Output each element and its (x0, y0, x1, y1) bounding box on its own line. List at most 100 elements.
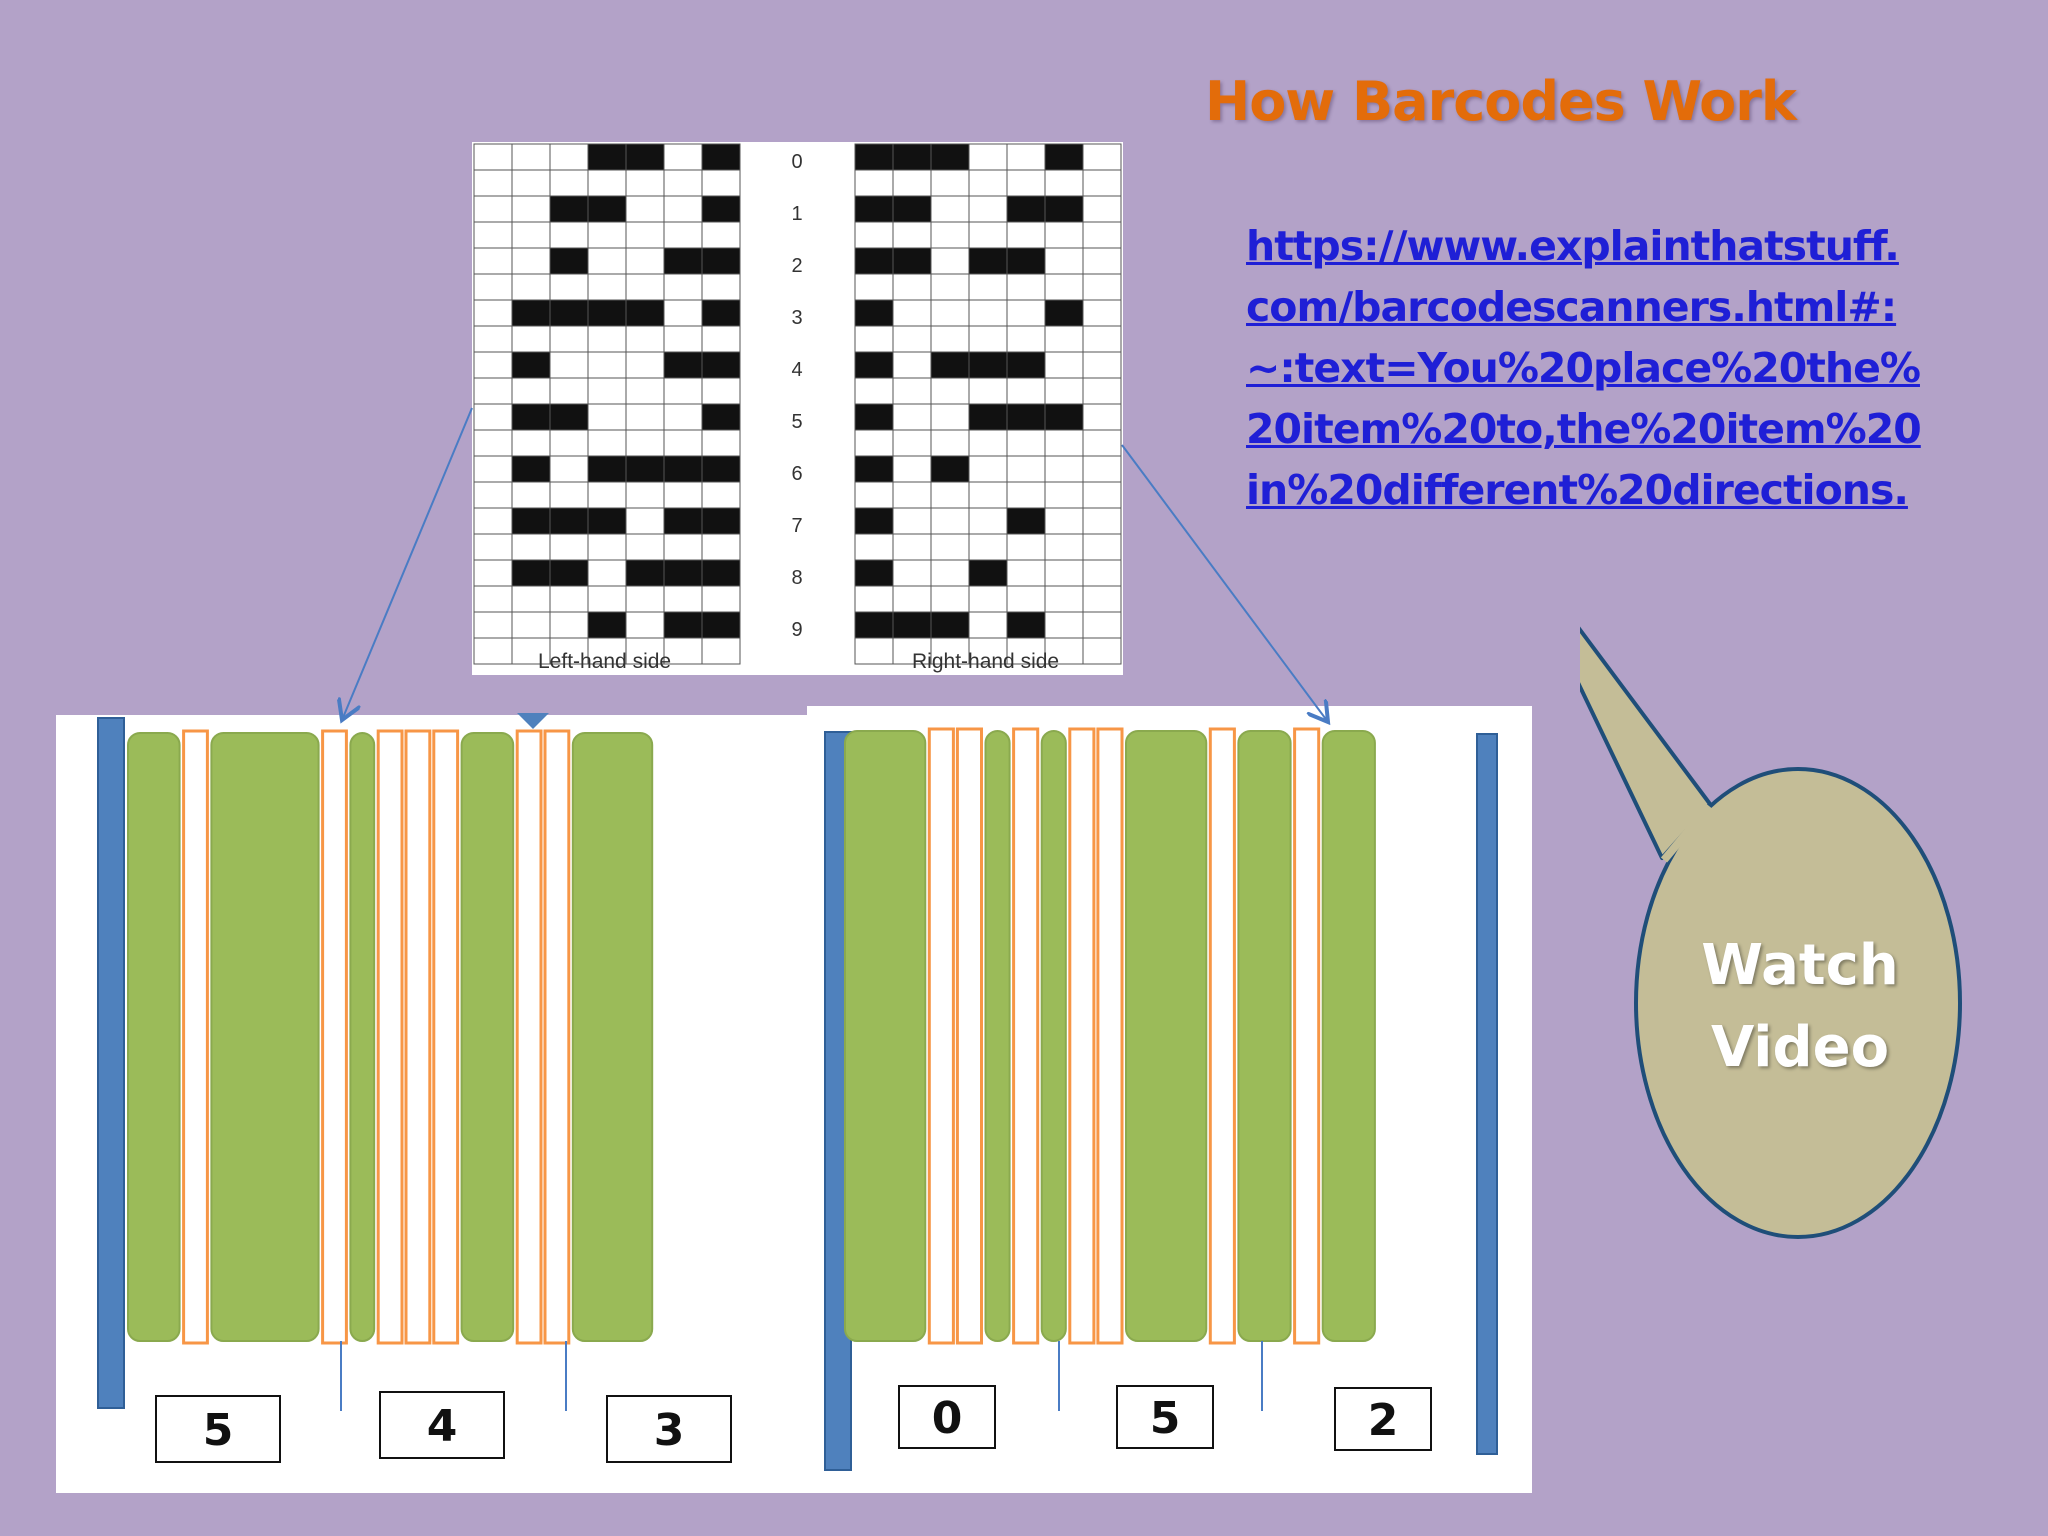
right-space-cell (1082, 195, 1122, 223)
left-space-cell (549, 585, 589, 613)
left-bar-cell (663, 507, 703, 535)
right-space-cell (1082, 273, 1122, 301)
right-space-cell (1082, 507, 1122, 535)
left-space-cell (511, 247, 551, 275)
right-space-cell (854, 481, 894, 509)
right-bar-cell (854, 611, 894, 639)
right-space-cell (1044, 507, 1084, 535)
marker-triangle (517, 713, 549, 729)
left-space-cell (587, 637, 627, 665)
left-bars (97, 717, 654, 1411)
right-space-cell (968, 195, 1008, 223)
watch-video-line[interactable]: Video (1710, 1015, 1890, 1080)
left-space-cell (549, 611, 589, 639)
source-link-line[interactable]: com/barcodescanners.html#: (1246, 283, 1897, 331)
digit-box: 3 (606, 1395, 732, 1463)
left-space-cell (549, 143, 589, 171)
digit-label: 7 (791, 515, 802, 537)
digit-box: 4 (379, 1391, 505, 1459)
left-space-cell (549, 351, 589, 379)
right-space-cell (930, 299, 970, 327)
watch-video-callout[interactable]: Watch Video (1580, 530, 1980, 1250)
right-space-cell (1044, 481, 1084, 509)
left-space-cell (663, 637, 703, 665)
left-bar-cell (701, 611, 741, 639)
digit-box: 2 (1334, 1387, 1432, 1451)
right-space-cell (1044, 377, 1084, 405)
right-space-cell (968, 221, 1008, 249)
right-space-cell (1044, 351, 1084, 379)
watch-video-line[interactable]: Watch (1701, 933, 1899, 998)
right-space-cell (892, 377, 932, 405)
source-link-line[interactable]: 20item%20to,the%20item%20 (1246, 405, 1922, 453)
left-space-cell (625, 533, 665, 561)
left-space-cell (473, 611, 513, 639)
right-space-cell (1082, 611, 1122, 639)
left-bar-cell (511, 299, 551, 327)
right-space-cell (1082, 221, 1122, 249)
left-space-cell (625, 377, 665, 405)
barcode-bar (571, 732, 654, 1342)
right-bar-cell (854, 403, 894, 431)
left-connector-arrow (342, 407, 473, 720)
barcode-bar (349, 732, 376, 1342)
left-bar-cell (587, 143, 627, 171)
right-bars (824, 727, 1498, 1471)
barcode-space (543, 729, 571, 1345)
barcode-space (515, 729, 543, 1345)
digit-label: 8 (791, 567, 802, 589)
right-space-cell (1044, 637, 1084, 665)
barcode-space (1293, 727, 1321, 1345)
digit-label: 3 (791, 307, 802, 329)
left-space-cell (625, 637, 665, 665)
barcode-bar (984, 730, 1011, 1342)
barcode-bar (1237, 730, 1292, 1342)
source-link[interactable]: https://www.explainthatstuff. com/barcod… (1246, 216, 1922, 521)
left-space-cell (587, 403, 627, 431)
barcode-space (182, 729, 209, 1345)
watch-video-label[interactable]: Watch Video (1685, 925, 1915, 1089)
right-space-cell (892, 221, 932, 249)
right-space-cell (1044, 455, 1084, 483)
right-space-cell (854, 221, 894, 249)
barcode-bar (210, 732, 320, 1342)
barcode-space (404, 729, 432, 1345)
digit-label: 1 (791, 203, 802, 225)
left-bar-cell (587, 507, 627, 535)
right-bar-cell (854, 351, 894, 379)
right-space-cell (930, 559, 970, 587)
left-space-cell (587, 169, 627, 197)
barcode-bar (1125, 730, 1208, 1342)
callout-tail (1580, 626, 1712, 860)
left-space-cell (473, 403, 513, 431)
source-link-line[interactable]: in%20different%20directions. (1246, 466, 1909, 514)
right-space-cell (968, 143, 1008, 171)
left-space-cell (663, 195, 703, 223)
left-space-cell (701, 377, 741, 405)
right-bar-cell (930, 455, 970, 483)
right-bar-cell (968, 559, 1008, 587)
right-space-cell (892, 585, 932, 613)
source-link-line[interactable]: ~:text=You%20place%20the% (1246, 344, 1921, 392)
right-space-cell (892, 325, 932, 353)
left-space-cell (663, 481, 703, 509)
barcode-left-half: 5 4 3 (56, 715, 808, 1493)
left-space-cell (701, 429, 741, 457)
source-link-line[interactable]: https://www.explainthatstuff. (1246, 222, 1900, 270)
right-space-cell (1006, 429, 1046, 457)
left-space-cell (587, 247, 627, 275)
left-space-cell (549, 221, 589, 249)
left-space-cell (549, 325, 589, 353)
right-space-cell (1044, 429, 1084, 457)
callout-joint (1660, 803, 1713, 863)
left-space-cell (511, 325, 551, 353)
left-space-cell (511, 195, 551, 223)
barcode-space (376, 729, 404, 1345)
left-space-cell (625, 351, 665, 379)
left-space-cell (511, 533, 551, 561)
left-bar-cell (663, 611, 703, 639)
left-space-cell (473, 325, 513, 353)
right-space-cell (1044, 273, 1084, 301)
